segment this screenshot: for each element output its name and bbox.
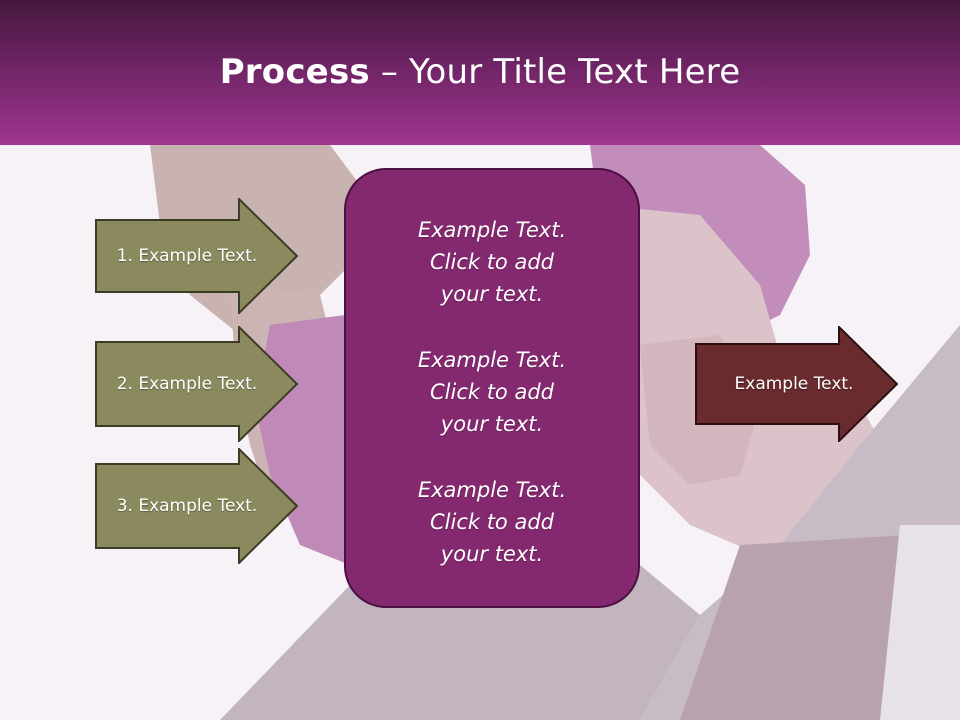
center-text-box[interactable]: Example Text. Click to add your text. Ex… — [344, 168, 640, 608]
left-arrow-3-label: 3. Example Text. — [116, 496, 258, 516]
arrow-right-shape-icon — [95, 326, 299, 442]
left-arrow-2-label: 2. Example Text. — [116, 374, 258, 394]
right-arrow[interactable]: Example Text. — [695, 326, 899, 442]
center-item-3: Example Text. Click to add your text. — [417, 478, 567, 566]
right-arrow-label: Example Text. — [734, 374, 854, 394]
left-arrow-3[interactable]: 3. Example Text. — [95, 448, 299, 564]
slide-header: Process – Your Title Text Here — [0, 0, 960, 145]
center-item-2: Example Text. Click to add your text. — [417, 348, 567, 436]
title-bold-part: Process — [219, 51, 370, 92]
left-arrow-2[interactable]: 2. Example Text. — [95, 326, 299, 442]
slide-title[interactable]: Process – Your Title Text Here — [220, 52, 741, 92]
arrow-right-shape-icon — [95, 198, 299, 314]
center-item-1: Example Text. Click to add your text. — [417, 218, 567, 306]
title-rest-part: – Your Title Text Here — [369, 51, 741, 92]
arrow-right-shape-icon — [95, 448, 299, 564]
left-arrow-1[interactable]: 1. Example Text. — [95, 198, 299, 314]
left-arrow-1-label: 1. Example Text. — [116, 246, 258, 266]
arrow-right-shape-icon — [695, 326, 899, 442]
